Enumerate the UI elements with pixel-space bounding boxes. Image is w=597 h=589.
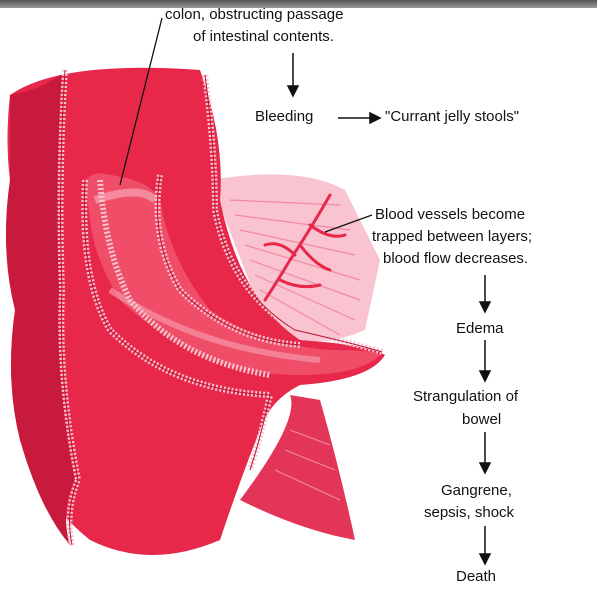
vessels-line1: Blood vessels become: [375, 206, 525, 223]
vessels-line3: blood flow decreases.: [383, 250, 528, 267]
edema-label: Edema: [456, 320, 504, 337]
gangrene-line2: sepsis, shock: [424, 504, 514, 521]
currant-jelly-label: "Currant jelly stools": [385, 108, 519, 125]
gangrene-line1: Gangrene,: [441, 482, 512, 499]
death-label: Death: [456, 568, 496, 585]
top-note-line1: colon, obstructing passage: [165, 6, 343, 23]
strangulation-line1: Strangulation of: [413, 388, 518, 405]
bleeding-label: Bleeding: [255, 108, 313, 125]
strangulation-line2: bowel: [462, 411, 501, 428]
vessels-line2: trapped between layers;: [372, 228, 532, 245]
top-note-line2: of intestinal contents.: [193, 28, 334, 45]
